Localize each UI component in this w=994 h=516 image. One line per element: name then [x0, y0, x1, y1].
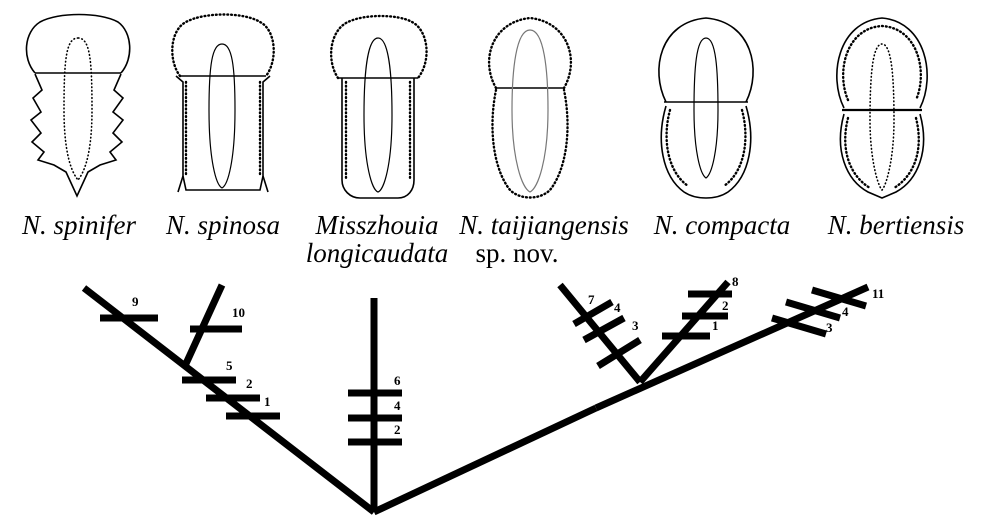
char-num-9: 9: [132, 294, 139, 309]
drawing-n-taijiangensis: [489, 18, 571, 198]
cladogram-tree: [84, 282, 868, 512]
char-num-3-taij: 3: [632, 318, 639, 333]
species-label-misszhouia: Misszhouia: [314, 210, 438, 240]
species-sub-n-taijiangensis: sp. nov.: [475, 238, 558, 268]
char-num-1-comp: 1: [712, 318, 719, 333]
char-num-11: 11: [872, 286, 884, 301]
species-label-n-compacta: N. compacta: [653, 210, 790, 240]
char-num-7: 7: [588, 292, 595, 307]
char-num-5: 5: [226, 358, 233, 373]
char-num-8: 8: [732, 274, 739, 289]
char-num-4-taij: 4: [614, 300, 621, 315]
char-num-4-mid: 4: [394, 398, 401, 413]
drawing-misszhouia: [331, 16, 426, 198]
char-num-2-comp: 2: [722, 298, 729, 313]
drawing-n-spinifer: [26, 15, 129, 197]
drawing-n-spinosa: [172, 15, 273, 193]
species-label-n-taijiangensis: N. taijiangensis: [458, 210, 629, 240]
char-num-3-bert: 3: [826, 320, 833, 335]
char-num-2-mid: 2: [394, 422, 401, 437]
branch-right-upper: [596, 287, 868, 408]
species-label-n-spinosa: N. spinosa: [165, 210, 280, 240]
species-label-n-bertiensis: N. bertiensis: [827, 210, 965, 240]
char-num-2-left: 2: [246, 376, 253, 391]
drawing-n-bertiensis: [837, 18, 927, 198]
species-label-n-spinifer: N. spinifer: [21, 210, 137, 240]
char-num-10: 10: [232, 305, 245, 320]
char-num-4-bert: 4: [842, 304, 849, 319]
char-num-1-left: 1: [264, 394, 271, 409]
branch-right-stem: [374, 408, 596, 512]
character-ticks: [100, 290, 866, 442]
char-num-6: 6: [394, 373, 401, 388]
drawing-n-compacta: [659, 18, 753, 198]
species-sub-misszhouia: longicaudata: [306, 238, 449, 268]
